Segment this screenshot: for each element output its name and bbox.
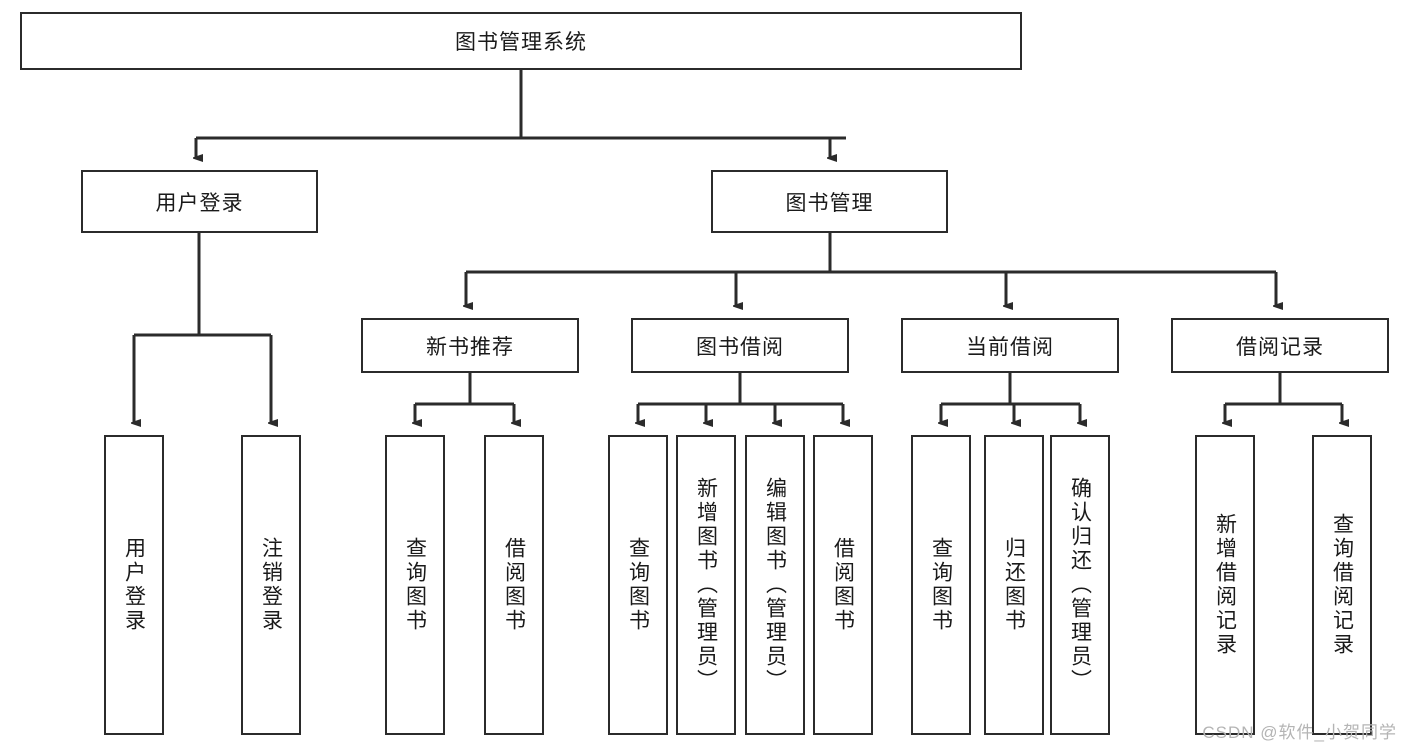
node-user-login-label: 用户登录 (155, 191, 244, 215)
leaf-query-borrow-record-label: 查询借阅记录 (1330, 513, 1354, 657)
node-current-borrow-label: 当前借阅 (966, 335, 1054, 359)
leaf-confirm-return-admin[interactable]: 确认归还（管理员） (1050, 435, 1110, 735)
node-root-label: 图书管理系统 (455, 31, 587, 54)
leaf-confirm-return-admin-label: 确认归还（管理员） (1068, 477, 1092, 693)
leaf-query-book-current[interactable]: 查询图书 (911, 435, 971, 735)
watermark-text: CSDN @软件_小贺同学 (1202, 723, 1397, 742)
leaf-return-book-label: 归还图书 (1002, 537, 1026, 633)
leaf-add-borrow-record[interactable]: 新增借阅记录 (1195, 435, 1255, 735)
leaf-logout[interactable]: 注销登录 (241, 435, 301, 735)
leaf-return-book[interactable]: 归还图书 (984, 435, 1044, 735)
leaf-query-book-new[interactable]: 查询图书 (385, 435, 445, 735)
node-new-book-recommend-label: 新书推荐 (426, 335, 514, 359)
leaf-add-book-admin-label: 新增图书（管理员） (694, 477, 718, 693)
leaf-edit-book-admin-label: 编辑图书（管理员） (763, 477, 787, 693)
leaf-query-book-borrow[interactable]: 查询图书 (608, 435, 668, 735)
leaf-edit-book-admin[interactable]: 编辑图书（管理员） (745, 435, 805, 735)
leaf-query-borrow-record[interactable]: 查询借阅记录 (1312, 435, 1372, 735)
leaf-query-book-current-label: 查询图书 (929, 537, 953, 633)
leaf-borrow-book-new-label: 借阅图书 (502, 537, 526, 633)
leaf-borrow-book-label: 借阅图书 (831, 537, 855, 633)
node-current-borrow[interactable]: 当前借阅 (901, 318, 1119, 373)
leaf-borrow-book[interactable]: 借阅图书 (813, 435, 873, 735)
leaf-add-book-admin[interactable]: 新增图书（管理员） (676, 435, 736, 735)
node-borrow-record-label: 借阅记录 (1236, 335, 1324, 359)
leaf-user-login[interactable]: 用户登录 (104, 435, 164, 735)
node-book-borrow-label: 图书借阅 (696, 335, 784, 359)
node-borrow-record[interactable]: 借阅记录 (1171, 318, 1389, 373)
leaf-user-login-label: 用户登录 (122, 537, 146, 633)
node-book-borrow[interactable]: 图书借阅 (631, 318, 849, 373)
leaf-logout-label: 注销登录 (259, 537, 283, 633)
node-user-login[interactable]: 用户登录 (81, 170, 318, 233)
node-new-book-recommend[interactable]: 新书推荐 (361, 318, 579, 373)
leaf-query-book-new-label: 查询图书 (403, 537, 427, 633)
leaf-query-book-borrow-label: 查询图书 (626, 537, 650, 633)
leaf-add-borrow-record-label: 新增借阅记录 (1213, 513, 1237, 657)
node-book-management[interactable]: 图书管理 (711, 170, 948, 233)
node-root[interactable]: 图书管理系统 (20, 12, 1022, 70)
node-book-management-label: 图书管理 (785, 191, 874, 215)
leaf-borrow-book-new[interactable]: 借阅图书 (484, 435, 544, 735)
